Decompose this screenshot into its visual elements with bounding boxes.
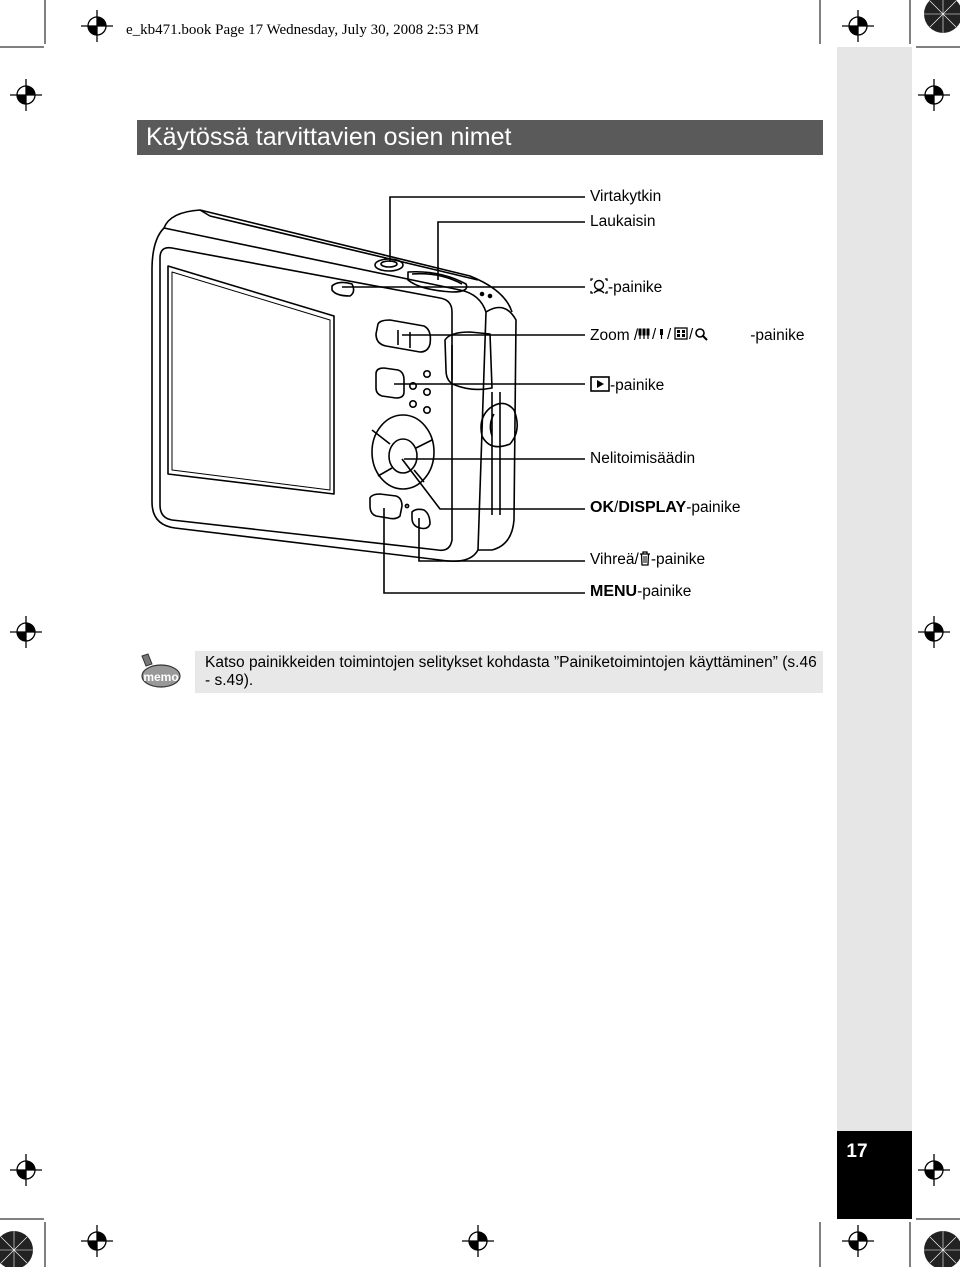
- face-detect-icon: [590, 278, 608, 299]
- page-number-box: 17: [837, 1131, 912, 1219]
- playback-button-label: -painike: [610, 377, 665, 394]
- svg-text:/: /: [667, 326, 672, 342]
- menu-label: MENU: [590, 583, 638, 600]
- callout-menu-button: MENU-painike: [590, 583, 691, 601]
- display-label: DISPLAY: [618, 499, 687, 516]
- section-title: Käytössä tarvittavien osien nimet: [137, 120, 823, 155]
- callout-shutter: Laukaisin: [590, 213, 656, 230]
- book-header-line: e_kb471.book Page 17 Wednesday, July 30,…: [126, 22, 479, 38]
- trash-icon: [639, 551, 651, 571]
- svg-text:/: /: [652, 326, 657, 342]
- memo-icon-label: memo: [143, 670, 178, 684]
- svg-text:/: /: [689, 326, 694, 342]
- callout-face-button: -painike: [590, 278, 662, 299]
- ok-display-suffix: -painike: [686, 499, 741, 516]
- menu-suffix: -painike: [637, 583, 692, 600]
- callout-four-way-controller: Nelitoimisäädin: [590, 450, 696, 467]
- face-button-label: -painike: [608, 279, 663, 296]
- zoom-icons: / / /: [638, 326, 750, 347]
- playback-icon: [590, 376, 610, 397]
- green-label: Vihreä/: [590, 551, 639, 568]
- callout-playback-button: -painike: [590, 376, 664, 397]
- callout-power-switch: Virtakytkin: [590, 188, 662, 205]
- ok-sep: /: [614, 499, 619, 516]
- memo-box: Katso painikkeiden toimintojen selitykse…: [195, 651, 823, 693]
- callout-green-trash-button: Vihreä/ -painike: [590, 551, 705, 571]
- memo-text: Katso painikkeiden toimintojen selitykse…: [205, 654, 817, 689]
- callout-zoom-button: Zoom / / / / -painike: [590, 326, 805, 347]
- callout-ok-display-button: OK/DISPLAY-painike: [590, 499, 740, 517]
- side-tab-strip: [837, 47, 912, 1219]
- green-suffix: -painike: [650, 551, 706, 568]
- zoom-suffix: -painike: [750, 327, 805, 344]
- ok-label: OK: [590, 499, 614, 516]
- zoom-label: Zoom /: [590, 327, 639, 344]
- page-number: 17: [846, 1141, 868, 1162]
- memo-icon: memo: [136, 652, 182, 690]
